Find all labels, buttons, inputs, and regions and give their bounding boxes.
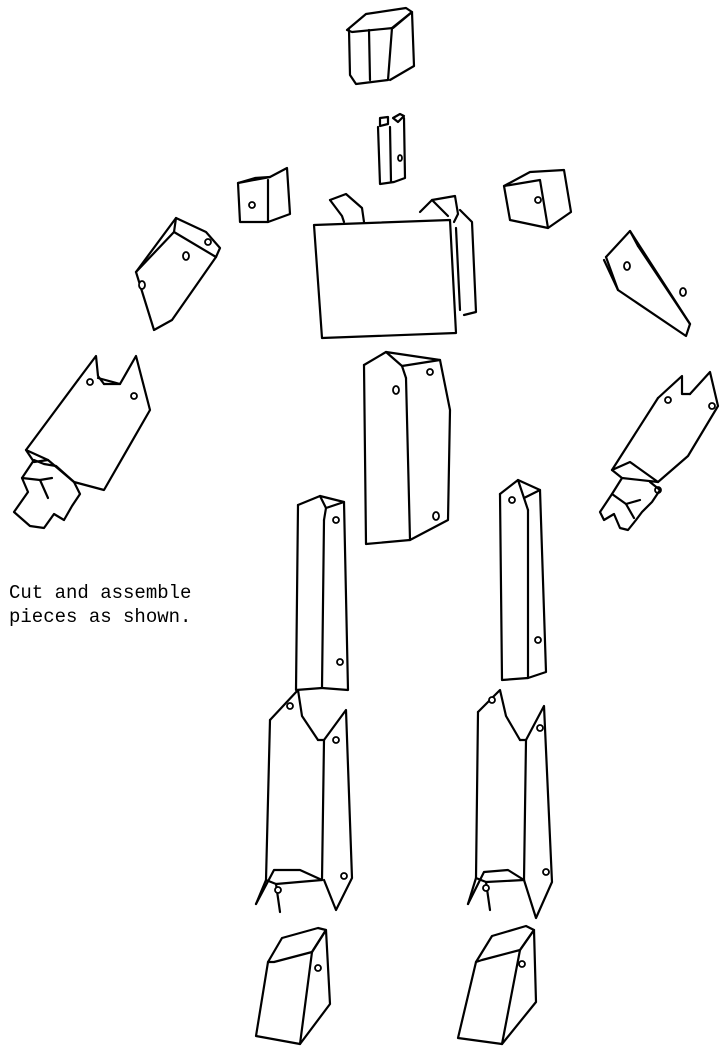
left-hand (12, 458, 82, 530)
left-forearm-piece (24, 354, 152, 492)
left-foot-piece (254, 926, 332, 1046)
left-thigh-piece (294, 494, 350, 692)
left-upper-arm-piece (134, 216, 222, 332)
chest-piece (312, 192, 478, 340)
right-thigh-piece (498, 478, 548, 682)
right-hand (598, 476, 662, 532)
left-shoulder-piece (236, 166, 292, 224)
caption-line-1: Cut and assemble (9, 582, 192, 604)
right-foot-piece (456, 924, 538, 1046)
right-shin-piece (466, 688, 554, 920)
instruction-caption: Cut and assemble pieces as shown. (9, 581, 279, 629)
right-upper-arm-piece (602, 229, 692, 338)
head-piece (345, 6, 416, 86)
caption-line-2: pieces as shown. (9, 606, 192, 628)
left-shin-piece (254, 688, 354, 914)
waist-piece (362, 350, 452, 546)
right-forearm-piece (610, 370, 720, 494)
neck-piece (376, 112, 407, 186)
right-shoulder-piece (502, 168, 573, 230)
